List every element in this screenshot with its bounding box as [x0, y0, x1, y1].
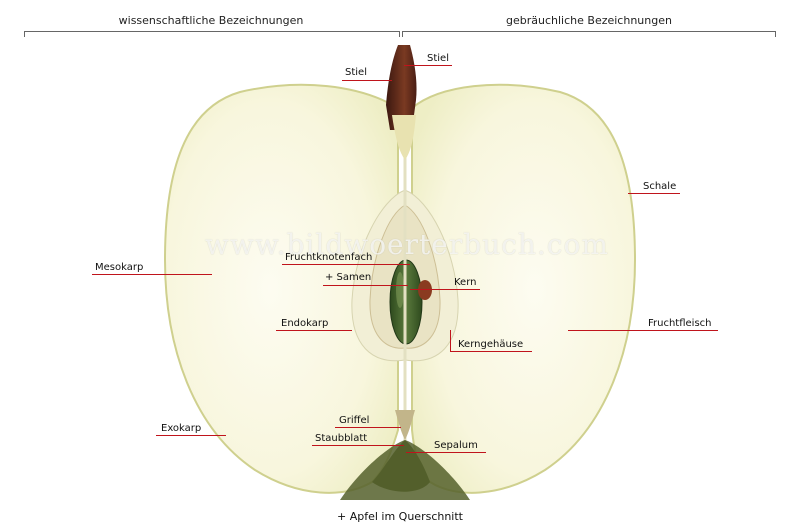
leader-kern	[410, 289, 480, 290]
header-common-brace	[402, 31, 776, 37]
label-exokarp: Exokarp	[161, 423, 202, 434]
leader-staubblatt	[312, 445, 404, 446]
leader-samen	[323, 285, 408, 286]
leader-schale	[628, 193, 680, 194]
label-sepalum: Sepalum	[434, 440, 478, 451]
label-kerngehaeuse: Kerngehäuse	[458, 339, 524, 350]
leader-mesokarp	[92, 274, 212, 275]
label-griffel: Griffel	[339, 415, 370, 426]
calyx-bottom	[340, 440, 470, 500]
leader-stiel-scientific	[342, 80, 392, 81]
leader-endokarp	[276, 330, 352, 331]
leader-griffel	[335, 427, 401, 428]
leader-kerngehaeuse-vertical	[450, 330, 451, 351]
stem-base	[392, 115, 416, 160]
label-fruchtknotenfach: Fruchtknotenfach	[285, 252, 373, 263]
label-stiel-common: Stiel	[427, 53, 449, 64]
leader-fruchtknotenfach	[282, 264, 410, 265]
figure-caption: + Apfel im Querschnitt	[336, 510, 463, 523]
leader-exokarp	[156, 435, 226, 436]
stem	[386, 45, 417, 130]
label-staubblatt: Staubblatt	[315, 433, 368, 444]
pip	[418, 280, 432, 300]
griffel-staubblatt	[395, 410, 415, 440]
leader-sepalum	[406, 452, 486, 453]
label-mesokarp: Mesokarp	[95, 262, 144, 273]
leader-kerngehaeuse	[450, 351, 532, 352]
label-kern: Kern	[454, 277, 477, 288]
header-scientific-names: wissenschaftliche Bezeichnungen	[118, 14, 304, 27]
label-schale: Schale	[643, 181, 677, 192]
watermark: www.bildwoerterbuch.com	[205, 228, 609, 261]
leader-stiel-common	[404, 65, 452, 66]
label-stiel-scientific: Stiel	[345, 67, 367, 78]
seed-highlight	[396, 272, 404, 308]
label-endokarp: Endokarp	[281, 318, 329, 329]
label-samen: + Samen	[325, 272, 372, 283]
header-common-names: gebräuchliche Bezeichnungen	[506, 14, 672, 27]
leader-fruchtfleisch	[568, 330, 718, 331]
header-scientific-brace	[24, 31, 400, 37]
label-fruchtfleisch: Fruchtfleisch	[648, 318, 712, 329]
